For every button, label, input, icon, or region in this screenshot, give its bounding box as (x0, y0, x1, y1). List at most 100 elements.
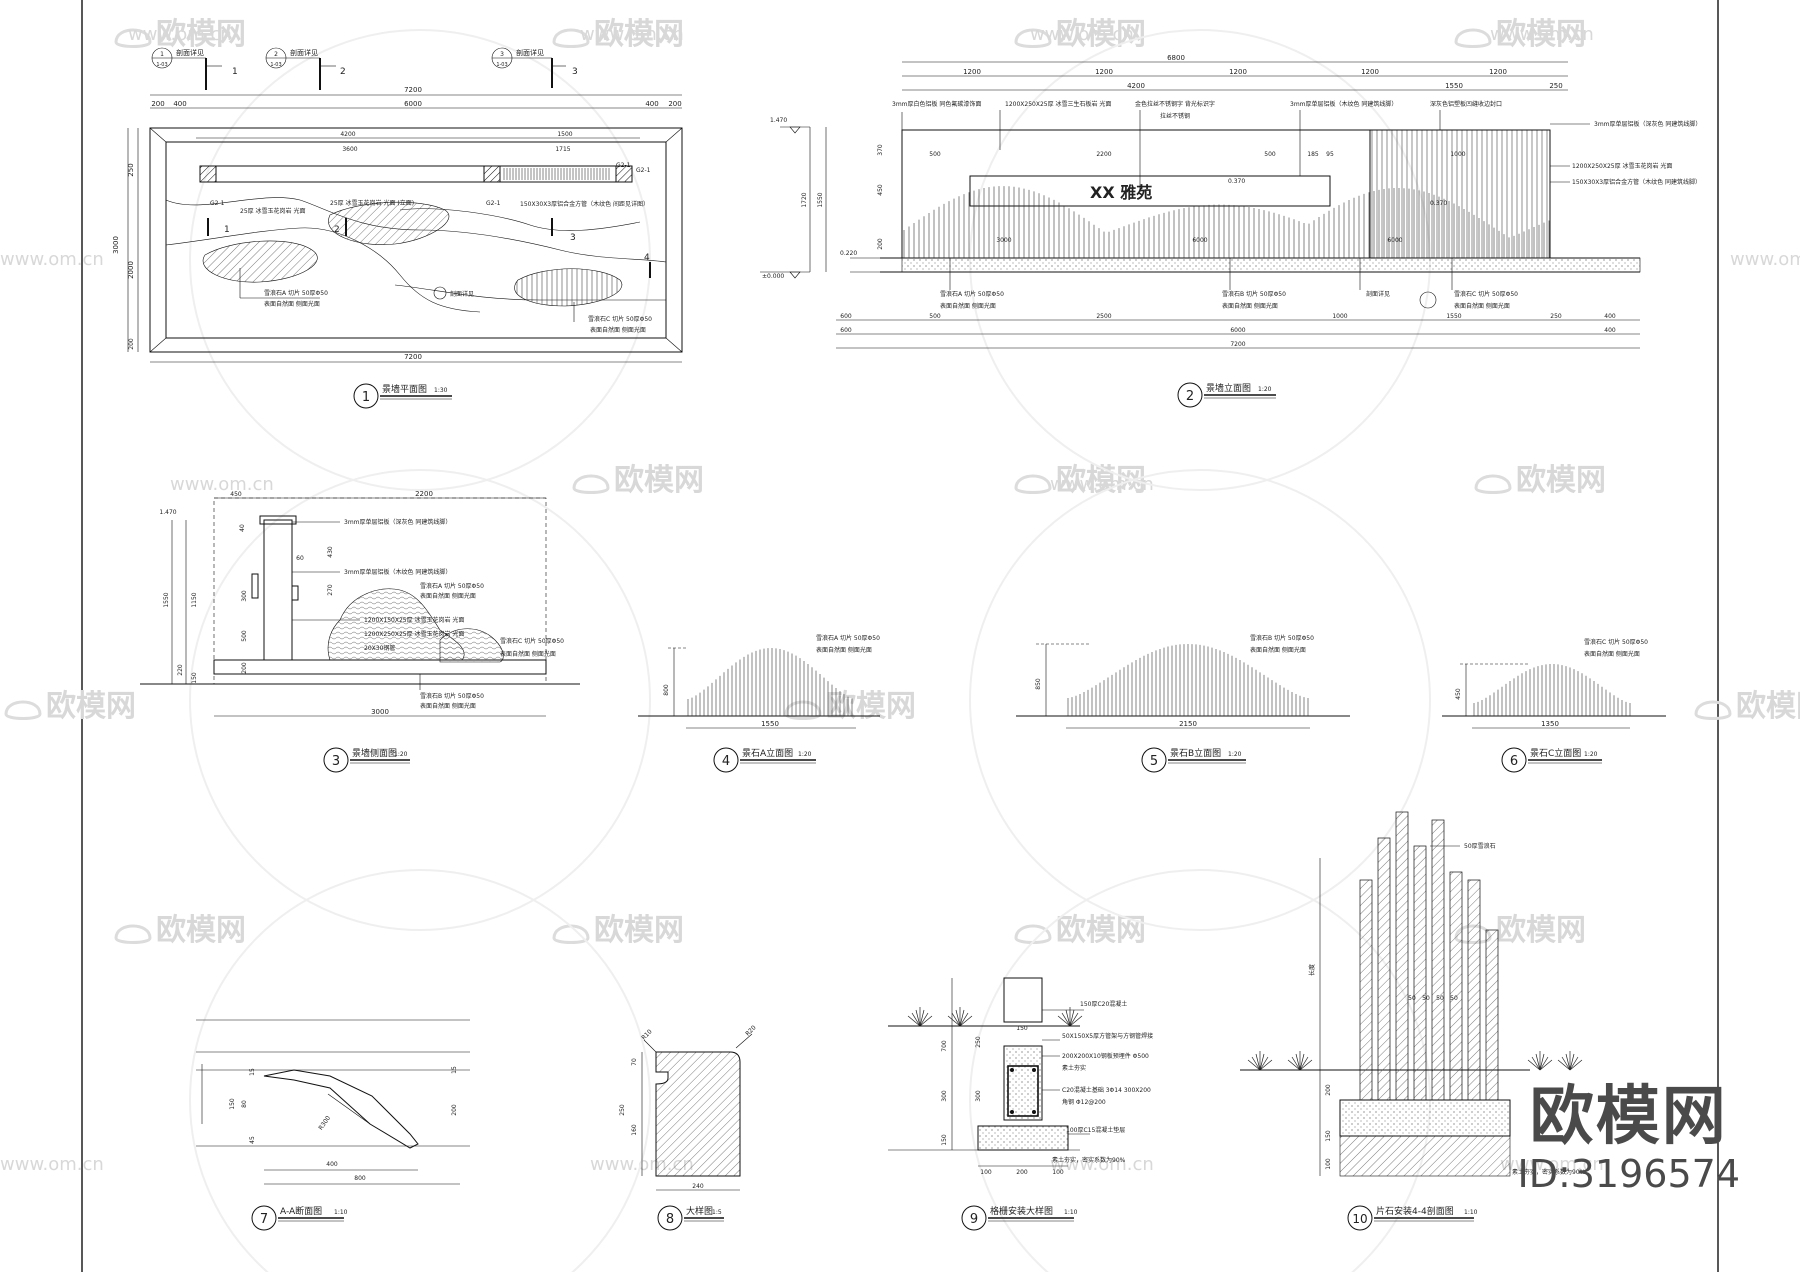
plan-note: 剖面详见 (450, 290, 474, 298)
grass-symbols (907, 1007, 1083, 1027)
elev-note: 表面自然面 侧面光面 (1222, 302, 1278, 310)
detail10-dim: 200 (1325, 1084, 1332, 1096)
view-stone-b: 850 2150 雪浪石B 切片 50厚Φ50 表面自然面 侧面光面 5 景石B… (1016, 634, 1350, 773)
stone-a-width: 1550 (761, 720, 779, 728)
watermark-logo: 欧模网 (552, 913, 684, 948)
detail7-dim: R300 (317, 1115, 332, 1132)
plan-tag: 4 (644, 253, 650, 263)
plan-left-dim: 250 (127, 163, 135, 176)
elev-note: 拉丝不锈钢 (1160, 112, 1190, 120)
view-number: 2 (1186, 389, 1194, 404)
elev-dim-bottom: 250 (1550, 313, 1562, 320)
watermark-arc (189, 469, 651, 931)
elev-note: 1200X250X25厚 冰雪玉花岗岩 光面 (1572, 162, 1672, 170)
elev-note: 表面自然面 侧面光面 (940, 302, 996, 310)
elev-inner-dim: 500 (929, 151, 941, 158)
grass-blade (1065, 1009, 1071, 1027)
detail10-dim: 长度 (1308, 964, 1316, 976)
plan-tag: G2-1 (486, 200, 501, 207)
stone-c-height: 450 (1455, 688, 1462, 700)
view-number: 3 (332, 754, 340, 769)
elev-note: 深灰色铝塑板凹缝收边封口 (1430, 100, 1502, 108)
watermark-text: 欧模网 (594, 913, 684, 948)
side-note: 雪浪石C 切片 50厚Φ50 (500, 637, 564, 645)
plan-total-width: 7200 (404, 86, 422, 94)
elev-note: 1200X250X25厚 冰雪三生石板岩 光面 (1005, 100, 1111, 108)
watermark-logo: 欧模网 (1474, 463, 1606, 498)
watermark-text: 欧模网 (594, 17, 684, 52)
watermark-url: www.om.cn (1050, 1154, 1154, 1175)
elev-dim-bottom: 6000 (1230, 327, 1245, 334)
detail9-dim: 250 (975, 1036, 982, 1048)
grass-blade (919, 1015, 933, 1027)
elev-dim-bottom: 7200 (1230, 341, 1245, 348)
side-inner-dim: 500 (241, 630, 248, 642)
plan-note: 25厚 冰雪玉花岗岩 光面 (240, 207, 305, 215)
plan-dim: 400 (645, 100, 658, 108)
plan-note: 25厚 冰雪玉花岗岩 光面 (立面) (330, 199, 414, 207)
badge-logo-text: 欧模网 (1529, 1080, 1728, 1154)
detail9-dim: 150 (1016, 1025, 1028, 1032)
view-title: 景墙平面图 (382, 383, 427, 395)
grass-blade (947, 1015, 961, 1027)
side-note: 表面自然面 侧面光面 (420, 702, 476, 710)
elev-inner-dim: 6000 (1387, 237, 1402, 244)
view-title: 片石安装4-4剖面图 (1376, 1205, 1454, 1217)
elev-left-dim: 200 (877, 238, 884, 250)
plan-inner-dim: 3600 (342, 146, 357, 153)
side-left-dim: 1150 (191, 592, 198, 607)
view-title: 景石C立面图 (1530, 747, 1581, 759)
stone-c-width: 1350 (1541, 720, 1559, 728)
elev-dim: 1200 (1095, 68, 1113, 76)
plan-note: 雪浪石C 切片 50厚Φ50 (588, 315, 652, 323)
elev-note: 150X30X3厚铝合金方管（木纹色 同建筑线脚） (1572, 178, 1701, 186)
grass-blade (1251, 1056, 1261, 1071)
detail7-dim: 15 (249, 1068, 256, 1076)
watermark-url: www.om.cn (1500, 1154, 1604, 1175)
side-note: 表面自然面 侧面光面 (420, 592, 476, 600)
detail10-dim: 100 (1325, 1158, 1332, 1170)
view-title: 格栅安装大样图 (990, 1205, 1053, 1217)
detail9-dim: 300 (941, 1090, 948, 1102)
elev-note: 剖面详见 (1366, 290, 1390, 298)
detail10-note: 素土夯实，密实系数为90% (1512, 1168, 1586, 1176)
view-number: 9 (970, 1212, 978, 1227)
grass-blade (1539, 1059, 1553, 1071)
grass-blade (1569, 1056, 1579, 1071)
stone-b-height: 850 (1035, 678, 1042, 690)
elev-note: 表面自然面 侧面光面 (1454, 302, 1510, 310)
plan-inner-dim: 1715 (555, 146, 570, 153)
plan-left-dim: 2000 (127, 261, 135, 279)
view-number: 7 (260, 1212, 268, 1227)
watermark-text: 欧模网 (46, 689, 136, 724)
plan-tag: G2-1 (636, 167, 651, 174)
view-scale: 1:10 (334, 1209, 348, 1216)
detail9-note: 150厚C20混凝土 (1080, 1000, 1127, 1008)
view-detail-8: R10 R20 70 250 160 240 8 大样图 1:5 (619, 1024, 758, 1231)
elev-dim-bottom: 500 (929, 313, 941, 320)
elev-left-dim: 450 (877, 184, 884, 196)
slab-piece (1467, 879, 1481, 1101)
grass-blade (1287, 1059, 1301, 1071)
watermark-url: www.om.cn (0, 249, 104, 270)
grass-blade (1565, 1053, 1571, 1071)
view-detail-10: 长度 50 50 50 50 200 150 100 50厚雪浪石 素土夯实，密… (1240, 811, 1586, 1231)
view-number: 6 (1510, 754, 1518, 769)
watermark-url: www.om.cn (0, 1154, 104, 1175)
watermark-url: www.om.cn (1730, 249, 1800, 270)
watermark-text: 欧模网 (156, 17, 246, 52)
stone-c-note: 表面自然面 侧面光面 (1584, 650, 1640, 658)
detail9-note: 素土夯实，密实系数为90% (1052, 1156, 1126, 1164)
grass-blade (1259, 1053, 1265, 1071)
watermark-logo: 欧模网 (1014, 17, 1146, 52)
detail9-dim: 700 (941, 1040, 948, 1052)
slab-piece (1395, 811, 1409, 1101)
view-scale: 1:10 (1064, 1209, 1078, 1216)
side-note: 1200X150X25厚 冰雪玉花岗岩 光面 (364, 616, 464, 624)
side-dim: 2200 (415, 490, 433, 498)
grass-blade (1061, 1012, 1071, 1027)
detail7-dim: 800 (354, 1175, 366, 1182)
detail10-note: 50厚雪浪石 (1464, 842, 1496, 850)
grass-blade (1531, 1056, 1541, 1071)
side-left-dim: 220 (177, 664, 184, 676)
